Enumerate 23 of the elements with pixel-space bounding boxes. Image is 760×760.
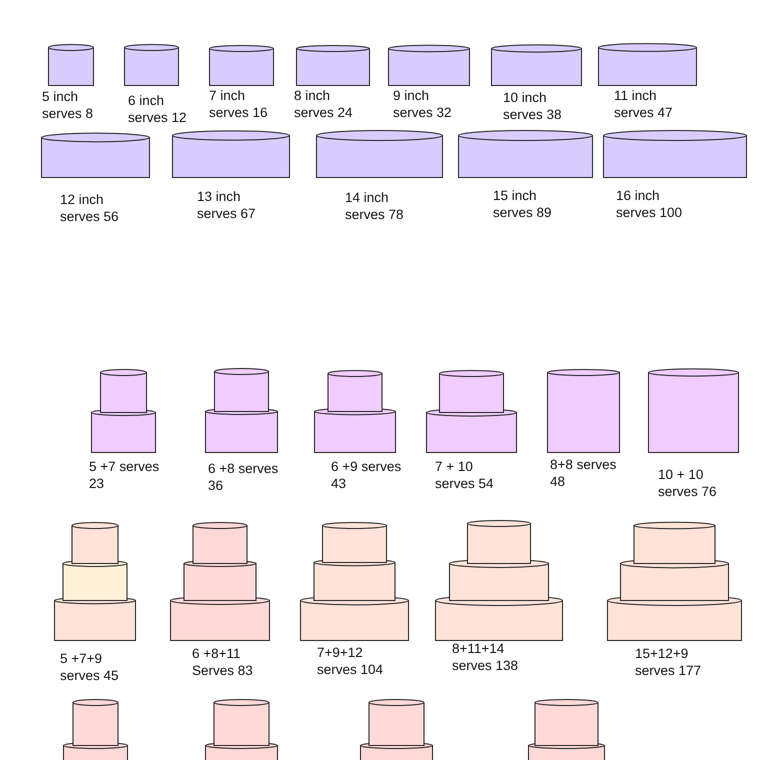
size-serving-label: 13 inch serves 67: [197, 188, 257, 222]
size-serving-label: 6 +8 serves 36: [208, 460, 280, 494]
size-serving-label: 7 + 10 serves 54: [435, 458, 495, 492]
size-serving-label: 6 +8+11 Serves 83: [192, 645, 254, 679]
size-serving-label: 5 inch serves 8: [42, 88, 94, 122]
size-serving-label: 8+11+14 serves 138: [452, 640, 520, 674]
size-serving-label: 5 +7 serves 23: [89, 458, 160, 492]
size-serving-label: 12 inch serves 56: [60, 191, 120, 225]
size-serving-label: 10 inch serves 38: [503, 89, 563, 123]
size-serving-label: 16 inch serves 100: [616, 187, 684, 221]
size-serving-label: 14 inch serves 78: [345, 189, 405, 223]
size-serving-label: 15+12+9 serves 177: [635, 645, 702, 679]
size-serving-label: 11 inch serves 47: [614, 87, 674, 121]
size-serving-label: 15 inch serves 89: [493, 187, 553, 221]
size-serving-label: 6 inch serves 12: [128, 92, 188, 126]
size-serving-label: 9 inch serves 32: [393, 87, 453, 121]
size-serving-label: 7+9+12 serves 104: [317, 644, 384, 678]
size-serving-label: 5 +7+9 serves 45: [60, 650, 120, 684]
size-serving-label: 6 +9 serves 43: [331, 458, 402, 492]
size-serving-label: 8+8 serves 48: [550, 456, 618, 490]
size-serving-label: 7 inch serves 16: [209, 87, 269, 121]
size-serving-label: 8 inch serves 24: [294, 87, 354, 121]
size-serving-label: 10 + 10 serves 76: [658, 466, 718, 500]
